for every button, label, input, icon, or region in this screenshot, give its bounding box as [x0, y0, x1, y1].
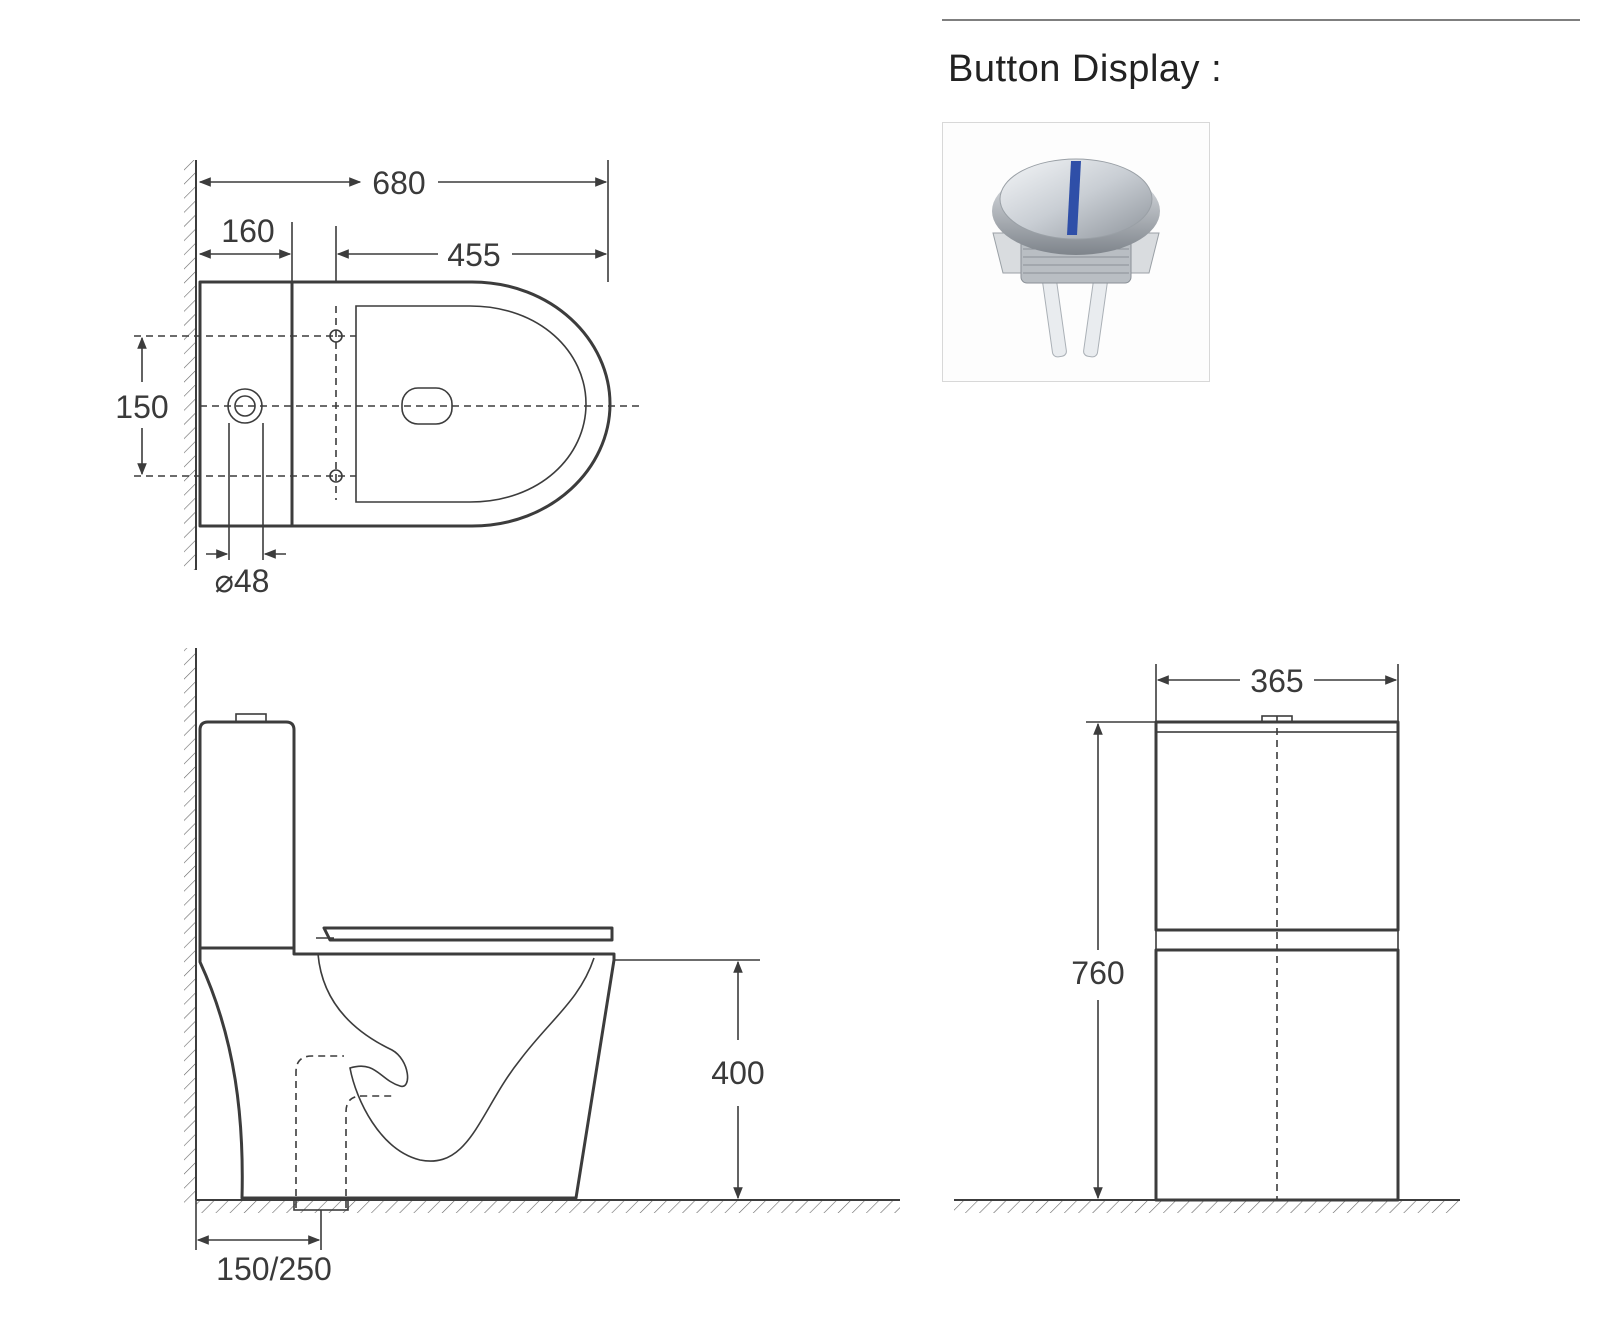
- side-view-wall-hatch: [184, 648, 196, 1204]
- side-view-bowl: [198, 946, 616, 1200]
- dim-seat-height: 400: [711, 1055, 764, 1091]
- side-view-flush-button: [235, 713, 267, 723]
- dim-tank-depth: 160: [221, 213, 274, 249]
- side-view-tank: [198, 720, 296, 950]
- side-view: 400 150/250: [184, 648, 900, 1287]
- button-display-title: Button Display :: [948, 48, 1223, 90]
- dim-overall-length: 680: [372, 165, 425, 201]
- dim-width: 365: [1250, 663, 1303, 699]
- dim-fixing-spacing: 150: [115, 389, 168, 425]
- side-view-seat: [322, 926, 614, 942]
- dim-inlet-diameter: ⌀48: [215, 563, 270, 599]
- top-view-wall-hatch: [184, 160, 196, 570]
- button-display-photo: [942, 122, 1210, 382]
- dim-outlet-distance: 150/250: [216, 1251, 332, 1287]
- side-view-outlet: [295, 1055, 344, 1208]
- top-view-seat: [355, 305, 587, 503]
- front-view: 365 760: [954, 663, 1460, 1213]
- side-view-trapway: [317, 953, 595, 1162]
- side-view-floor-hatch: [196, 1201, 900, 1213]
- inlet-outer: [227, 388, 263, 424]
- front-view-floor-hatch: [954, 1201, 1460, 1213]
- top-view-tank: [198, 280, 294, 528]
- dual-flush-button-icon: [992, 158, 1160, 358]
- top-view-bowl: [290, 280, 612, 528]
- dim-bowl-length: 455: [447, 237, 500, 273]
- dim-total-height: 760: [1071, 955, 1124, 991]
- top-view: 680 160 455 150 ⌀48: [115, 160, 640, 599]
